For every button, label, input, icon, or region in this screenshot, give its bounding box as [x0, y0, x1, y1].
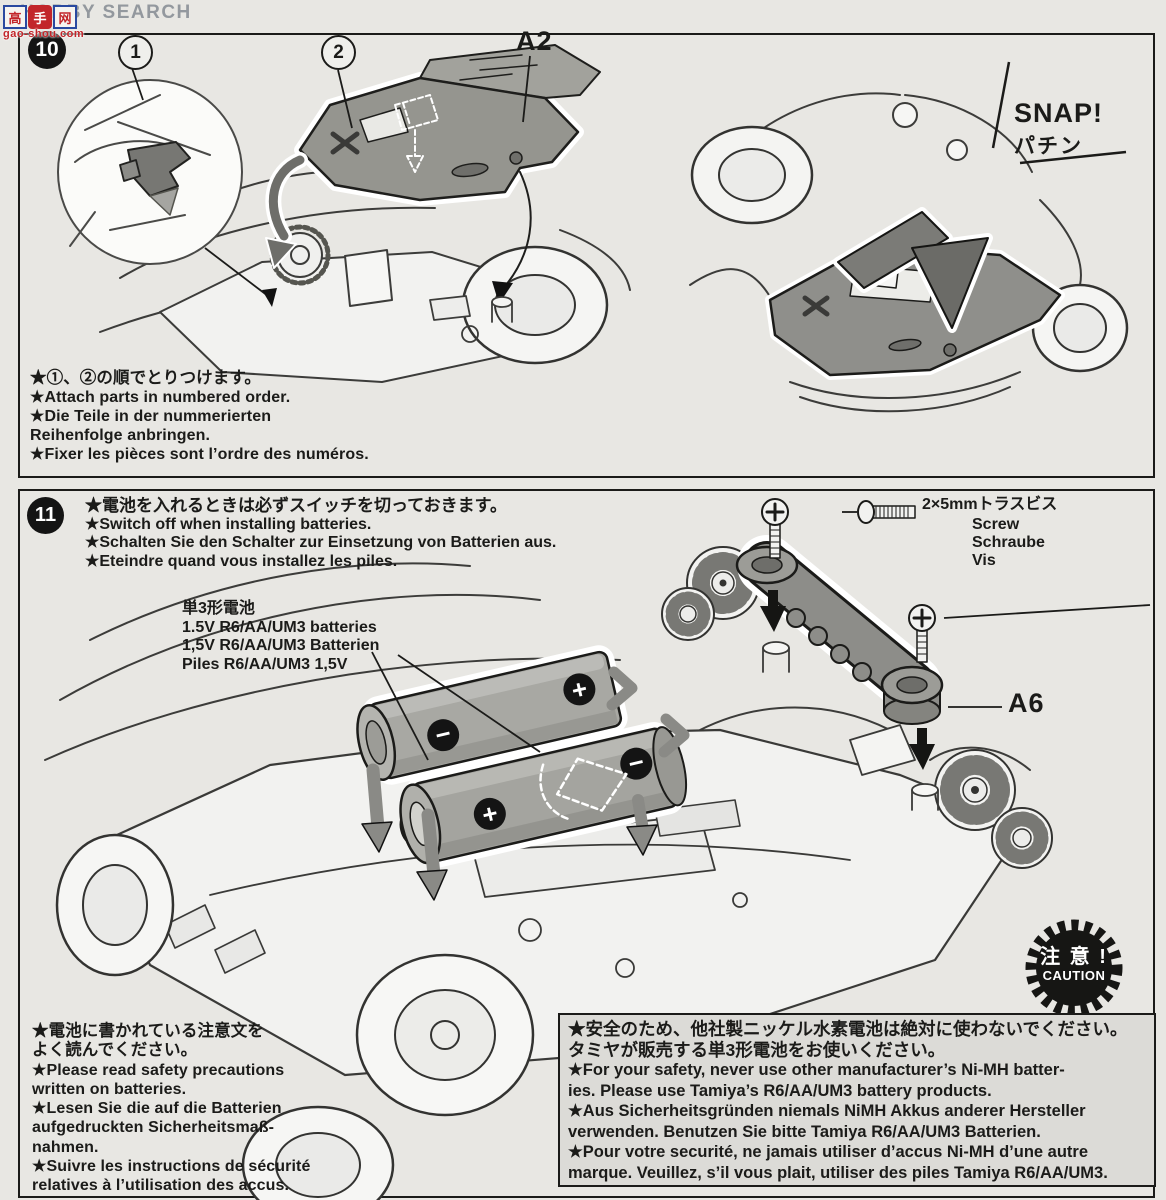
step10-cover-part — [294, 44, 601, 206]
screw-name: Schraube — [972, 534, 1045, 551]
warning-line: verwenden. Benutzen Sie bitte Tamiya R6/… — [568, 1122, 1041, 1141]
step10-left-illustration — [57, 44, 631, 383]
note-line: ★Attach parts in numbered order. — [30, 389, 291, 406]
part-label-a2: A2 — [516, 26, 553, 56]
screw-vertical-left — [761, 498, 789, 559]
inset-leader-arrowhead — [262, 288, 277, 307]
step10-callout-1: 1 — [118, 35, 153, 70]
step11-number: 11 — [34, 504, 57, 526]
step10-panel — [18, 33, 1155, 478]
warning-line: ★Pour votre securité, ne jamais utiliser… — [568, 1143, 1089, 1161]
warning-line: タミヤが販売する単3形電池をお使いください。 — [568, 1039, 946, 1060]
warning-line: ies. Please use Tamiya’s R6/AA/UM3 batte… — [568, 1081, 992, 1100]
header-line: ★電池を入れるときは必ずスイッチを切っておきます。 — [85, 496, 507, 515]
battery-holder-bar — [735, 535, 944, 725]
step11-panel — [18, 489, 1155, 1198]
battery-lower: + − — [399, 722, 688, 868]
battery-minus-icon: − — [432, 718, 454, 751]
precaution-line: ★Lesen Sie die auf die Batterien — [32, 1100, 282, 1118]
watermark: HOBBY SEARCH 高 手 网 gao-shou.com — [0, 0, 240, 50]
callout-1-number: 1 — [130, 41, 141, 63]
precaution-line: nahmen. — [32, 1138, 99, 1156]
note-line: Reihenfolge anbringen. — [30, 427, 210, 444]
precaution-line: ★Please read safety precautions — [32, 1061, 285, 1079]
watermark-logo: 高 手 网 — [3, 5, 77, 29]
step10-snap-arrow — [833, 207, 993, 333]
screw-name: Screw — [972, 516, 1020, 533]
cover-x-emboss — [330, 131, 360, 155]
watermark-logo-char2: 手 — [28, 5, 52, 29]
nimh-warning-box: ★安全のため、他社製ニッケル水素電池は絶対に使わないでください。 タミヤが販売す… — [558, 1013, 1156, 1187]
step10-right-illustration — [689, 92, 1129, 413]
screw-name: Vis — [972, 552, 996, 569]
step11-number-badge: 11 — [27, 497, 64, 534]
precaution-line: よく読んでください。 — [32, 1041, 198, 1060]
battery-plus-icon: + — [569, 673, 591, 706]
step10-attach-arrow-2 — [491, 171, 532, 323]
battery-label-line: 1.5V R6/AA/UM3 batteries — [182, 618, 377, 636]
warning-line: marque. Veuillez, s’il vous plait, utili… — [568, 1163, 1108, 1182]
screw-size-label: 2×5mmトラスビス — [922, 496, 1058, 513]
header-line: ★Schalten Sie den Schalter zur Einsetzun… — [85, 534, 557, 551]
step10-number-badge: 10 — [28, 31, 66, 69]
battery-plus-icon: + — [479, 798, 501, 831]
leader-lines — [131, 55, 1151, 761]
snap-label-jp: パチン — [1014, 135, 1083, 158]
step11-header: ★電池を入れるときは必ずスイッチを切っておきます。 ★Switch off wh… — [85, 496, 645, 571]
note-line: ★Fixer les pièces sont l’ordre des numér… — [30, 446, 369, 463]
step10-notes: ★①、②の順でとりつけます。 ★Attach parts in numbered… — [30, 369, 460, 464]
watermark-logo-char3: 网 — [53, 5, 77, 29]
warning-line: ★For your safety, never use other manufa… — [568, 1061, 1065, 1079]
step10-attach-arrow-1 — [265, 152, 308, 269]
note-line: ★①、②の順でとりつけます。 — [30, 369, 261, 387]
precaution-line: relatives à l’utilisation des accus. — [32, 1177, 290, 1195]
battery-label-line: 単3形電池 — [182, 600, 255, 617]
battery-minus-icon: − — [625, 746, 647, 779]
battery-type-label: 単3形電池 1.5V R6/AA/UM3 batteries 1,5V R6/A… — [182, 600, 379, 674]
dashed-terminal-outline — [539, 757, 628, 821]
precaution-line: ★電池に書かれている注意文を — [32, 1022, 264, 1040]
callout-2-number: 2 — [333, 41, 344, 63]
precaution-line: written on batteries. — [32, 1080, 187, 1098]
caution-starburst — [1025, 919, 1123, 1017]
screw-sample-icon — [857, 500, 916, 524]
battery-label-line: 1,5V R6/AA/UM3 Batterien — [182, 637, 380, 654]
snap-label-en: SNAP! — [1014, 98, 1104, 128]
step11-illustration: − + + − — [44, 498, 1053, 1200]
step10-cover-installed — [765, 240, 1065, 380]
step10-number: 10 — [35, 38, 59, 61]
battery-precautions: ★電池に書かれている注意文を よく読んでください。 ★Please read s… — [32, 1022, 332, 1196]
part-label-a6: A6 — [1008, 688, 1045, 718]
caution-jp: 注 意 ! — [1040, 946, 1108, 968]
battery-upper: − + — [356, 645, 628, 785]
holder-down-arrows — [760, 590, 935, 770]
dashed-switch-outline — [394, 94, 439, 173]
caution-badge-text: 注 意 ! CAUTION — [1024, 946, 1124, 983]
screw-name-labels: Screw Schraube Vis — [972, 516, 1045, 570]
screw-vertical-right — [908, 604, 936, 663]
watermark-logo-char1: 高 — [3, 5, 27, 29]
step10-inset-detail — [57, 79, 243, 265]
header-line: ★Switch off when installing batteries. — [85, 515, 372, 533]
watermark-url: gao-shou.com — [3, 28, 85, 40]
header-line: ★Eteindre quand vous installez les piles… — [85, 552, 398, 570]
battery-insert-arrows — [361, 666, 690, 901]
caution-en: CAUTION — [1042, 968, 1106, 983]
nimh-warning-text: ★安全のため、他社製ニッケル水素電池は絶対に使わないでください。 タミヤが販売す… — [560, 1015, 1154, 1187]
battery-label-line: Piles R6/AA/UM3 1,5V — [182, 655, 348, 673]
precaution-line: ★Suivre les instructions de sécurité — [32, 1158, 311, 1176]
precaution-line: aufgedruckten Sicherheitsmaß- — [32, 1119, 275, 1137]
warning-line: ★Aus Sicherheitsgründen niemals NiMH Akk… — [568, 1102, 1086, 1120]
step10-callout-2: 2 — [321, 35, 356, 70]
warning-line: ★安全のため、他社製ニッケル水素電池は絶対に使わないでください。 — [568, 1019, 1128, 1039]
note-line: ★Die Teile in der nummerierten — [30, 408, 272, 425]
